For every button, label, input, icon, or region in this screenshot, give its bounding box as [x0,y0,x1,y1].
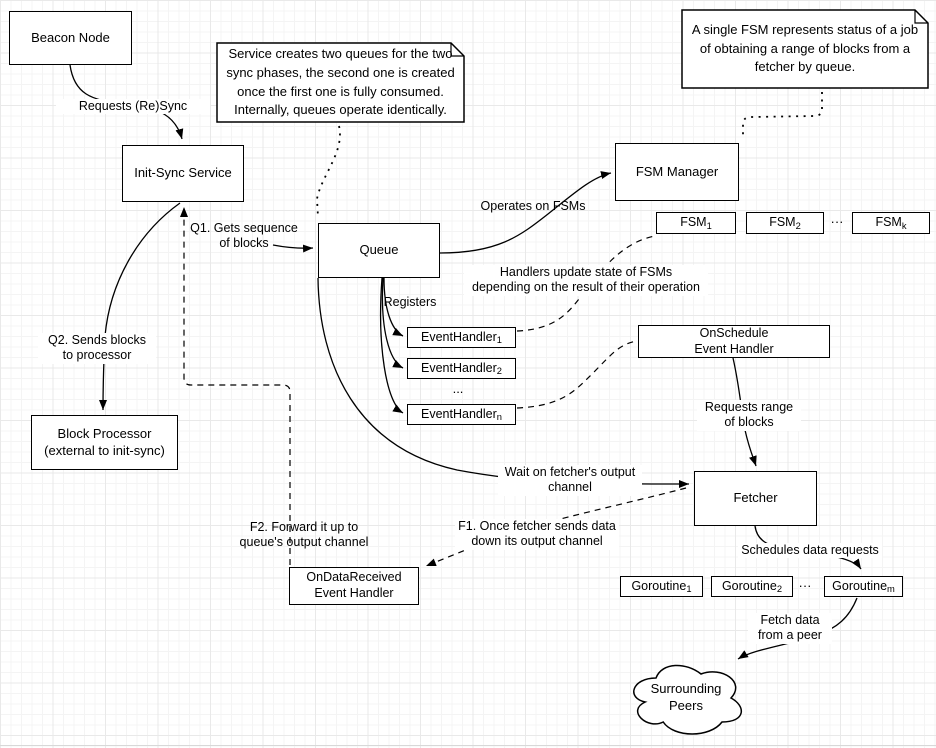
edge-f2-ondatareceived-to-initsync [180,207,291,565]
fsm-manager-box: FSM Manager [615,143,739,201]
event-handler-2-box: EventHandler2 [407,358,516,379]
goroutine-ellipsis: ··· [798,578,812,593]
edge-initsync-to-blockprocessor [99,202,181,411]
edge-f1-fetcher-to-ondatareceived [425,487,687,567]
label-handlers-update: Handlers update state of FSMs depending … [464,265,708,296]
fsm-2-box: FSM2 [746,212,824,234]
goroutine-m-box: Goroutinem [824,576,903,597]
link-note-queues-to-queue [316,125,341,218]
queue-box: Queue [318,223,440,278]
note-shape-fsm [681,9,929,89]
fetcher-box: Fetcher [694,471,817,526]
label-requests-resync: Requests (Re)Sync [56,99,210,115]
link-note-fsm-to-fsmmanager [742,92,823,139]
label-requests-range: Requests range of blocks [697,400,801,431]
label-registers: Registers [383,295,437,309]
block-processor-box: Block Processor (external to init-sync) [31,415,178,470]
fsm-1-box: FSM1 [656,212,736,234]
edge-ehn-to-onschedule [516,340,638,409]
surrounding-peers-cloud [633,664,742,735]
label-q2: Q2. Sends blocks to processor [38,333,156,364]
beacon-node-box: Beacon Node [9,11,132,65]
fsm-ellipsis: ··· [830,214,844,229]
surrounding-peers-label: Surrounding Peers [650,681,722,713]
label-f2: F2. Forward it up to queue's output chan… [239,520,369,550]
ondatareceived-event-handler-box: OnDataReceived Event Handler [289,567,419,605]
init-sync-service-box: Init-Sync Service [122,145,244,202]
event-handler-ellipsis: ... [452,381,464,396]
goroutine-1-box: Goroutine1 [620,576,703,597]
label-schedules: Schedules data requests [738,543,882,559]
note-fsm-text: A single FSM represents status of a job … [691,21,919,75]
edge-queue-registers-ehn [380,277,404,414]
note-queues-text: Service creates two queues for the two s… [226,45,455,118]
edge-q1-leader-to-queue [272,244,314,253]
goroutine-2-box: Goroutine2 [711,576,793,597]
edge-queue-registers-eh1 [383,277,404,337]
label-q1: Q1. Gets sequence of blocks [190,221,298,251]
event-handler-1-box: EventHandler1 [407,327,516,348]
note-shape-queues [216,42,465,123]
label-fetch-data: Fetch data from a peer [748,613,832,644]
label-operates-on-fsms: Operates on FSMs [480,199,586,213]
label-wait-on-fetcher: Wait on fetcher's output channel [498,465,642,496]
edge-queue-to-fsmmanager [439,171,612,254]
edge-queue-registers-eh2 [381,277,404,369]
event-handler-n-box: EventHandlern [407,404,516,425]
fsm-k-box: FSMk [852,212,930,234]
label-f1: F1. Once fetcher sends data down its out… [455,519,619,550]
onschedule-event-handler-box: OnSchedule Event Handler [638,325,830,358]
edge-queue-to-fetcher [317,277,690,488]
